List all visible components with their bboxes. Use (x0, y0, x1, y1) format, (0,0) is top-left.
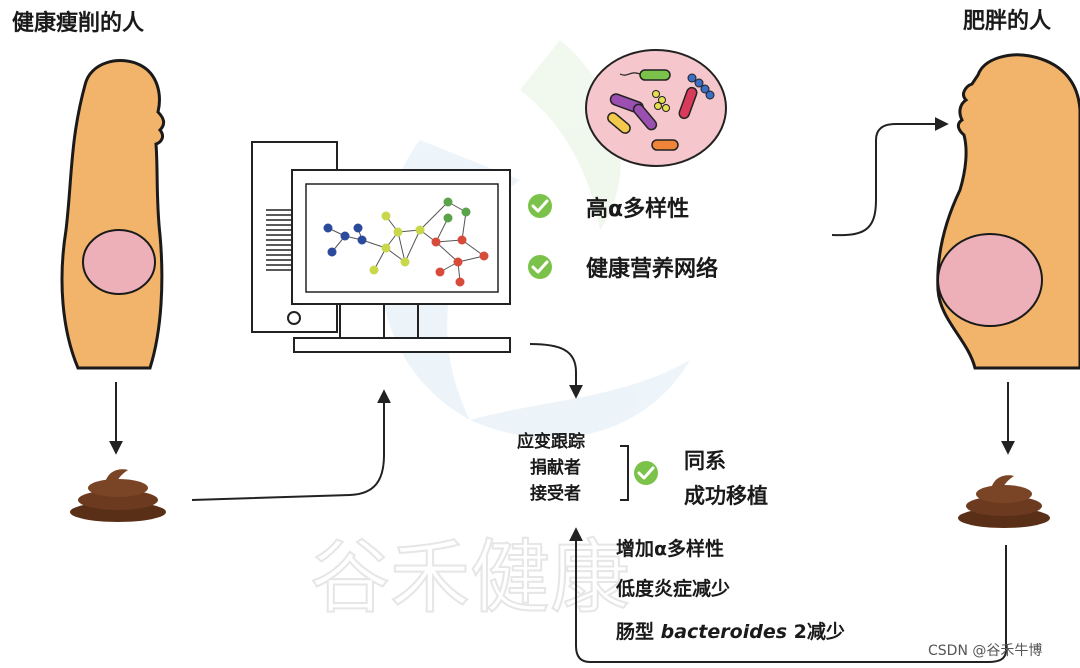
obese-gut (937, 233, 1043, 327)
outcome-alpha-diversity: 增加α多样性 (616, 537, 724, 560)
transplant-line1: 同系 (684, 449, 726, 473)
nutrition-network-label: 健康营养网络 (586, 256, 718, 282)
computer-to-tracking-arrow (529, 343, 583, 399)
check-icon (528, 255, 552, 279)
tracking-line2: 捐献者 (530, 457, 581, 478)
network-graph (323, 197, 489, 287)
lean-person-title: 健康瘦削的人 (12, 10, 144, 36)
check-icon (528, 194, 552, 218)
alpha-diversity-label: 高α多样性 (586, 196, 689, 222)
tracking-line3: 接受者 (530, 483, 581, 504)
obese-stool (958, 475, 1050, 528)
outcome-inflammation: 低度炎症减少 (615, 577, 730, 600)
check-icon (634, 461, 658, 485)
obese-person-body (936, 53, 1080, 370)
lean-gut (82, 229, 156, 295)
credit-text: CSDN @谷禾牛博 (928, 642, 1042, 659)
obese-stool-to-recipient-arrow (569, 527, 1007, 663)
transplant-line2: 成功移植 (684, 484, 768, 508)
computer (251, 141, 511, 353)
lean-stool (70, 469, 166, 522)
tracking-line1: 应变跟踪 (517, 431, 585, 452)
stool-to-computer-arrow (191, 389, 391, 501)
outcome-enterotype: 肠型 bacteroides 2减少 (616, 620, 845, 643)
obese-person-title: 肥胖的人 (963, 8, 1051, 34)
microbiome-bubble (585, 49, 727, 167)
analysis-to-obese-arrow (831, 117, 949, 237)
watermark-text: 谷禾健康 (310, 531, 630, 624)
lean-person-body (60, 59, 166, 370)
tracking-bracket (620, 445, 629, 501)
